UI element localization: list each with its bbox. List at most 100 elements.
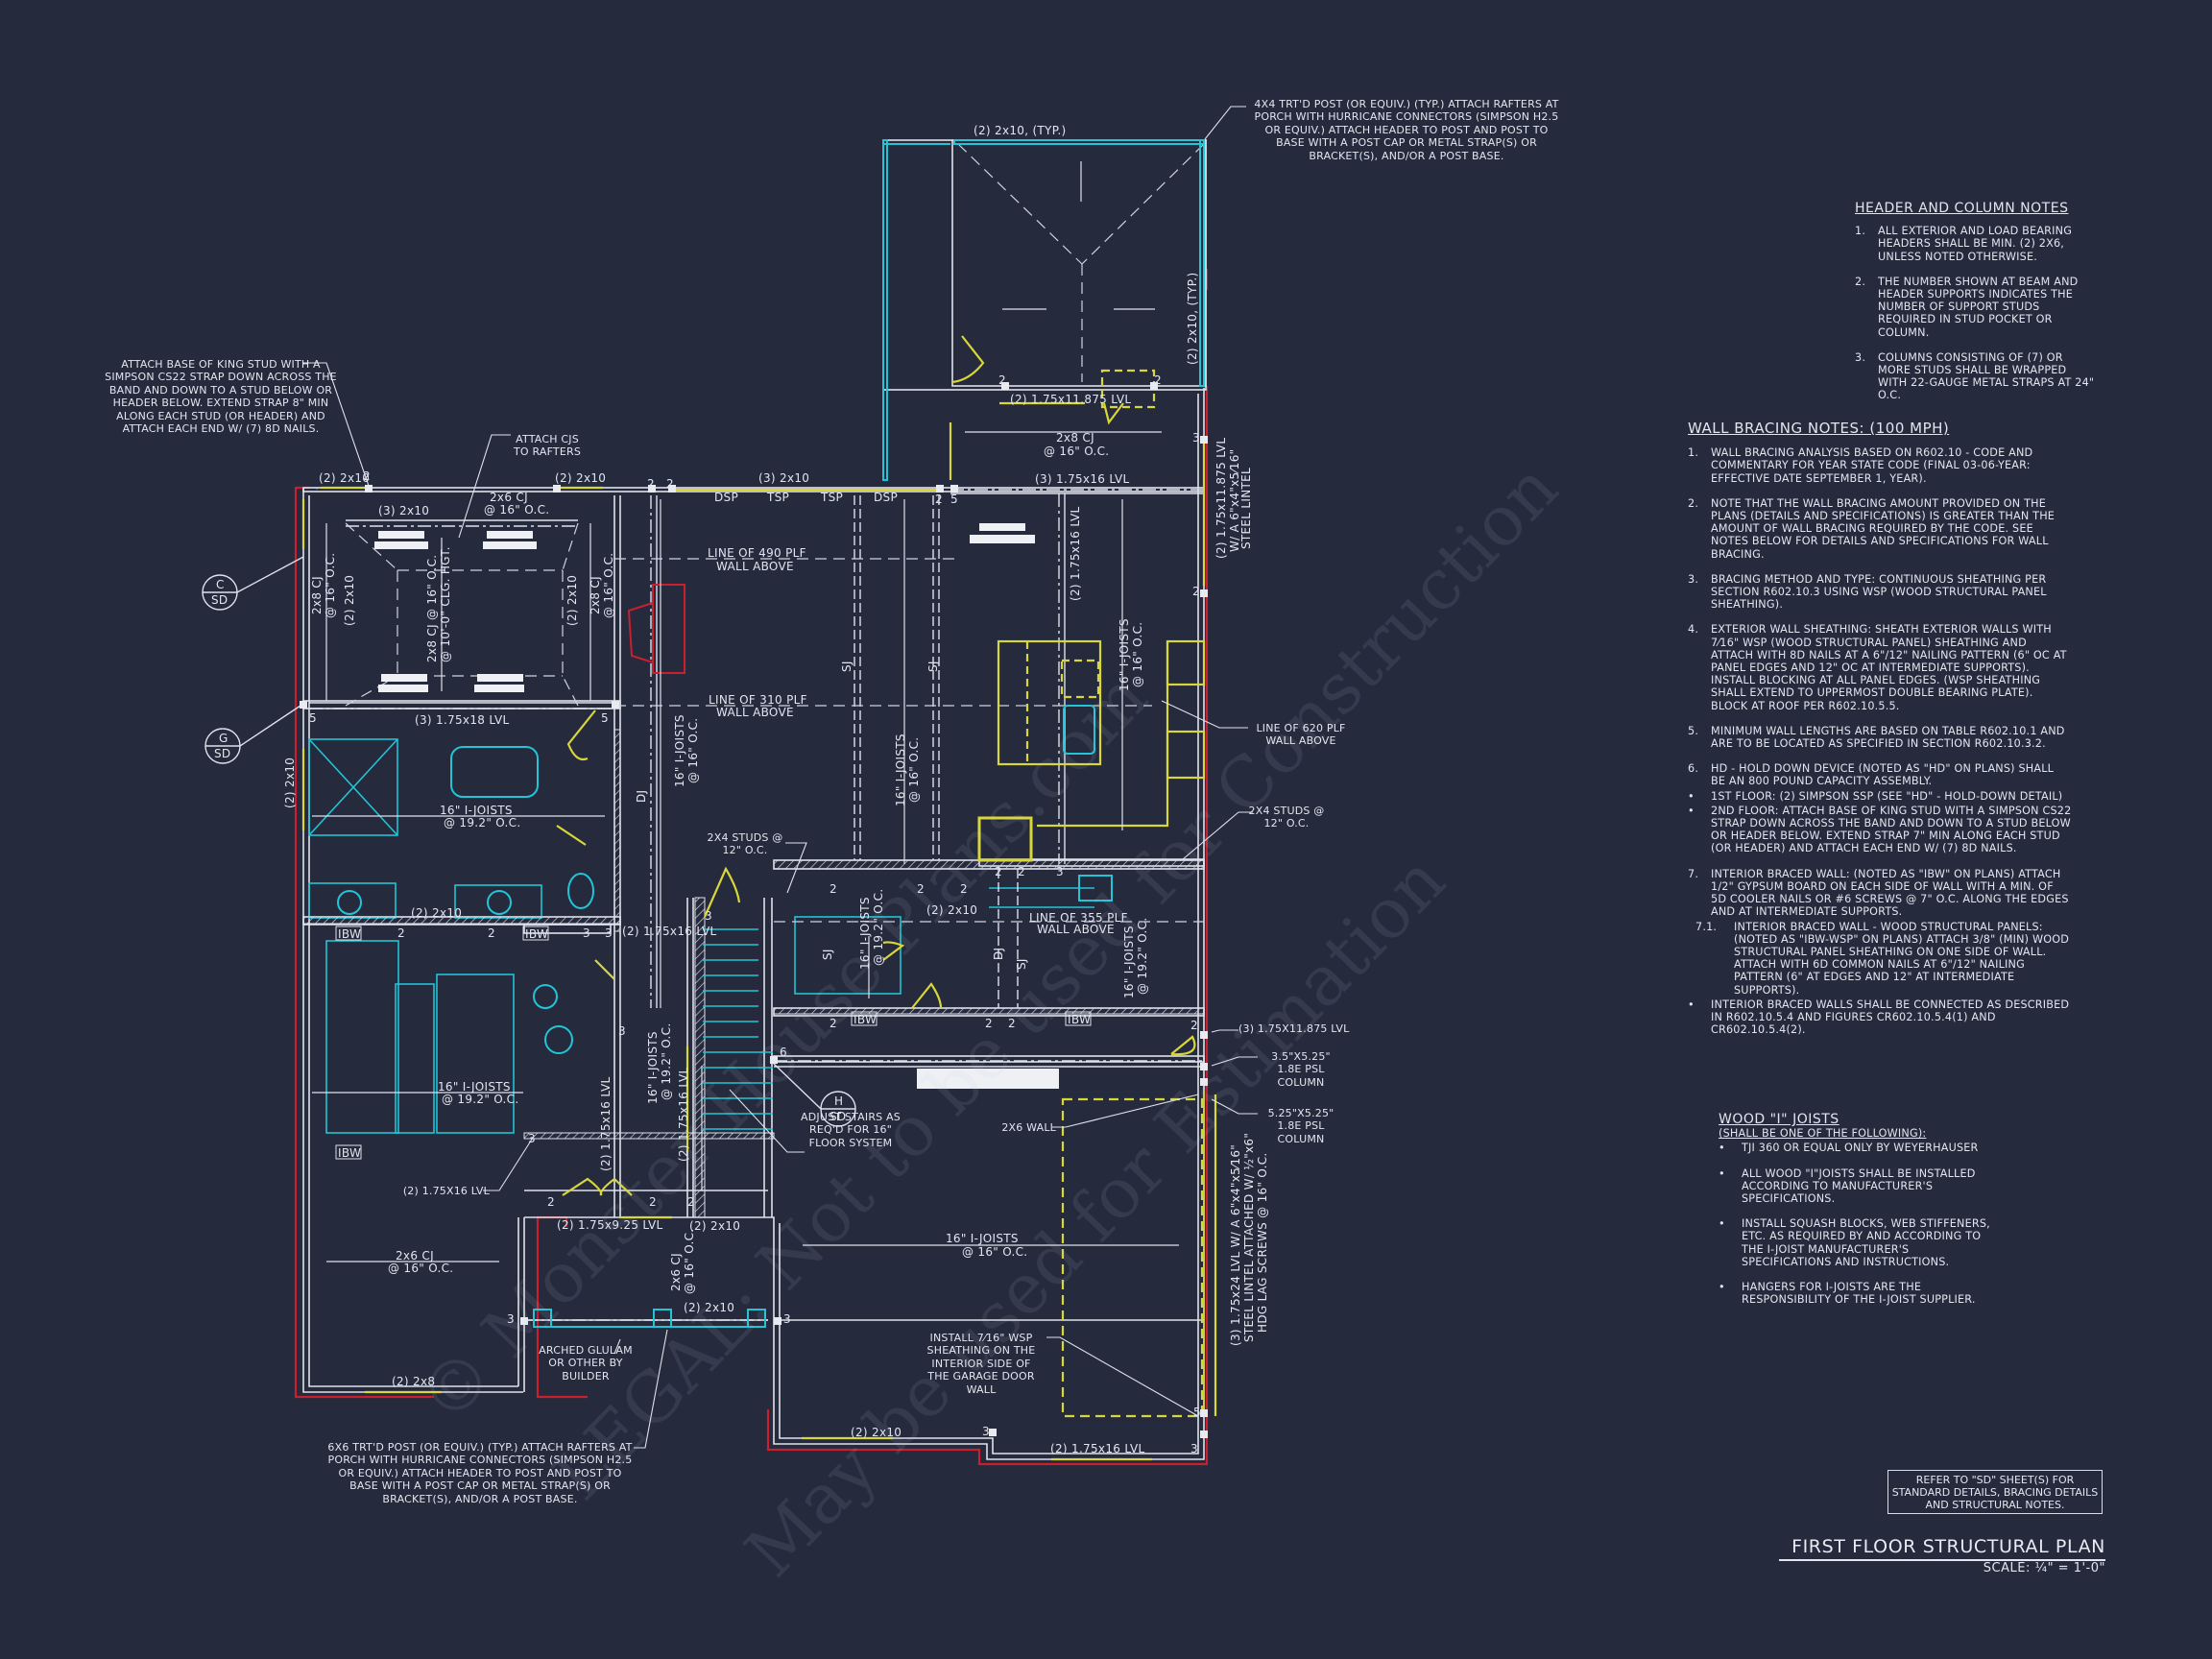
note-item: 4.EXTERIOR WALL SHEATHING: SHEATH EXTERI…	[1688, 623, 2067, 712]
svg-text:(2) 1.75x16 LVL: (2) 1.75x16 LVL	[622, 925, 716, 938]
note-item: 5.MINIMUM WALL LENGTHS ARE BASED ON TABL…	[1688, 724, 2065, 751]
callout-porch-post-bottom: 6x6 TRT'D POST (OR EQUIV.) (TYP.) ATTACH…	[327, 1441, 633, 1505]
svg-text:(2) 2x8: (2) 2x8	[392, 1375, 435, 1388]
svg-text:WALL ABOVE: WALL ABOVE	[716, 560, 794, 573]
note-item: •ALL WOOD "I"JOISTS SHALL BE INSTALLED A…	[1719, 1166, 1976, 1206]
svg-text:W/ A 6"x4"x5⁄16": W/ A 6"x4"x5⁄16"	[1228, 449, 1241, 553]
note-item: •HANGERS FOR I-JOISTS ARE THE RESPONSIBI…	[1719, 1281, 1976, 1307]
svg-text:@ 16" O.C.: @ 16" O.C.	[602, 553, 615, 618]
svg-text:(2) 2x10: (2) 2x10	[411, 906, 462, 920]
svg-text:(2) 2x10, (TYP.): (2) 2x10, (TYP.)	[974, 124, 1066, 137]
svg-text:SD: SD	[214, 747, 230, 760]
svg-text:2x8 CJ: 2x8 CJ	[589, 576, 602, 614]
svg-text:3: 3	[507, 1312, 515, 1326]
svg-text:(3) 1.75x18 LVL: (3) 1.75x18 LVL	[415, 713, 509, 727]
note-item: 3.COLUMNS CONSISTING OF (7) OR MORE STUD…	[1855, 350, 2095, 402]
svg-text:@ 19.2" O.C.: @ 19.2" O.C.	[660, 1023, 673, 1100]
svg-text:2: 2	[1154, 373, 1162, 387]
svg-text:@ 16" O.C.: @ 16" O.C.	[1044, 445, 1109, 458]
svg-text:(2) 2x10: (2) 2x10	[319, 471, 370, 485]
svg-text:5: 5	[1193, 1406, 1201, 1419]
note-item: •INTERIOR BRACED WALLS SHALL BE CONNECTE…	[1688, 998, 2070, 1037]
svg-text:@ 16" O.C.: @ 16" O.C.	[388, 1262, 453, 1275]
svg-text:(3) 2x10: (3) 2x10	[378, 504, 429, 517]
svg-text:SD: SD	[830, 1110, 846, 1123]
note-item: 7.INTERIOR BRACED WALL: (NOTED AS "IBW" …	[1688, 867, 2069, 919]
plan-labels: (2) 2x10, (TYP.) (2) 2x10, (TYP.) (2) 1.…	[211, 124, 1269, 1455]
svg-text:2: 2	[488, 926, 495, 940]
svg-text:2: 2	[649, 1195, 657, 1209]
svg-text:2: 2	[917, 882, 925, 896]
svg-text:2: 2	[1192, 585, 1200, 598]
callout-lvl-left: (2) 1.75x16 LVL	[402, 1185, 490, 1197]
svg-text:G: G	[219, 732, 228, 745]
svg-text:2: 2	[935, 493, 943, 506]
callout-king-stud: ATTACH BASE OF KING STUD WITH A SIMPSON …	[105, 358, 337, 436]
hatched-walls	[302, 729, 1205, 1218]
callout-lvl-3-11875: (3) 1.75x11.875 LVL	[1238, 1022, 1350, 1035]
callout-psl-35: 3.5"x5.25" 1.8E PSL COLUMN	[1271, 1050, 1331, 1089]
sheet-title: FIRST FLOOR STRUCTURAL PLAN	[1779, 1536, 2105, 1561]
svg-text:(2) 1.75x16 LVL: (2) 1.75x16 LVL	[1069, 507, 1082, 601]
svg-text:3: 3	[618, 1024, 626, 1038]
svg-text:3: 3	[605, 926, 613, 940]
svg-text:2: 2	[547, 1195, 555, 1209]
svg-text:3: 3	[1056, 865, 1064, 878]
svg-text:@ 16" O.C.: @ 16" O.C.	[324, 553, 337, 618]
callout-arched-glulam: ARCHED GLULAM OR OTHER BY BUILDER	[539, 1344, 633, 1382]
svg-text:STEEL LINTEL: STEEL LINTEL	[1239, 468, 1253, 549]
hanger-tags	[374, 523, 1059, 1089]
svg-text:@ 16" O.C.: @ 16" O.C.	[962, 1245, 1027, 1259]
stud-pockets	[300, 382, 1208, 1438]
porch-framing	[337, 139, 1205, 1328]
svg-text:(2) 2x10: (2) 2x10	[555, 471, 606, 485]
svg-text:@ 19.2" O.C.: @ 19.2" O.C.	[872, 889, 885, 966]
svg-text:2x8 CJ: 2x8 CJ	[310, 576, 324, 614]
svg-text:16" I-JOISTS: 16" I-JOISTS	[438, 1080, 511, 1094]
svg-text:(2) 2x10: (2) 2x10	[684, 1301, 734, 1314]
svg-text:SJ: SJ	[821, 949, 834, 960]
svg-text:(2) 2x10: (2) 2x10	[283, 757, 297, 808]
wood-i-joists-notes: WOOD "I" JOISTS (SHALL BE ONE OF THE FOL…	[1719, 1112, 1997, 1318]
svg-text:@ 19.2" O.C.: @ 19.2" O.C.	[1136, 918, 1149, 995]
fireplace	[627, 584, 685, 674]
note-item: •1ST FLOOR: (2) SIMPSON SSP (SEE "HD" - …	[1688, 789, 2063, 803]
svg-text:2: 2	[985, 1017, 993, 1030]
svg-text:(2) 2x10, (TYP.): (2) 2x10, (TYP.)	[1186, 273, 1199, 365]
sheet-scale: SCALE: ¼" = 1'-0"	[1983, 1561, 2105, 1575]
svg-text:IBW: IBW	[1068, 1013, 1091, 1026]
svg-text:2: 2	[397, 926, 405, 940]
callout-adjust-stairs: ADJUST STAIRS AS REQ'D FOR 16" FLOOR SYS…	[801, 1111, 901, 1149]
note-item: 1.WALL BRACING ANALYSIS BASED ON R602.10…	[1688, 446, 2033, 485]
svg-text:HDG LAG SCREWS @ 16" O.C.: HDG LAG SCREWS @ 16" O.C.	[1256, 1152, 1269, 1333]
beams	[309, 489, 1204, 1321]
svg-text:(2) 1.75x9.25 LVL: (2) 1.75x9.25 LVL	[557, 1218, 663, 1232]
svg-text:(3) 1.75x16 LVL: (3) 1.75x16 LVL	[1035, 472, 1129, 486]
svg-text:3: 3	[528, 1132, 536, 1145]
note-item: •INSTALL SQUASH BLOCKS, WEB STIFFENERS, …	[1719, 1217, 1990, 1268]
stairs	[703, 928, 773, 1130]
note-item: 7.1.INTERIOR BRACED WALL - WOOD STRUCTUR…	[1695, 920, 2070, 997]
svg-text:@ 16" O.C.: @ 16" O.C.	[907, 737, 921, 803]
svg-text:2x8 CJ @ 16" O.C.: 2x8 CJ @ 16" O.C.	[425, 555, 439, 662]
svg-text:H: H	[834, 1094, 843, 1108]
svg-text:(2) 1.75x16 LVL: (2) 1.75x16 LVL	[599, 1077, 613, 1171]
svg-text:16" I-JOISTS: 16" I-JOISTS	[673, 714, 686, 787]
dimension-arrows	[312, 161, 1179, 1262]
svg-text:(2) 2x10: (2) 2x10	[689, 1219, 740, 1233]
svg-text:@ 16" O.C.: @ 16" O.C.	[686, 718, 700, 783]
section-marker-h	[773, 1063, 856, 1127]
svg-text:(2) 1.75x16 LVL: (2) 1.75x16 LVL	[1050, 1442, 1144, 1455]
note-item: 2.THE NUMBER SHOWN AT BEAM AND HEADER SU…	[1855, 275, 2079, 339]
svg-text:(2) 1.75x16 LVL: (2) 1.75x16 LVL	[677, 1068, 690, 1162]
callout-line-620: LINE OF 620 PLF WALL ABOVE	[1256, 722, 1346, 748]
svg-text:5: 5	[601, 711, 609, 725]
wood-i-joists-heading: WOOD "I" JOISTS	[1719, 1112, 1839, 1127]
svg-text:@ 16" O.C.: @ 16" O.C.	[683, 1229, 696, 1294]
svg-text:3: 3	[1192, 431, 1200, 445]
svg-text:DJ: DJ	[635, 790, 648, 803]
svg-text:2x6 CJ: 2x6 CJ	[396, 1249, 434, 1262]
svg-text:2: 2	[960, 882, 968, 896]
svg-text:2: 2	[647, 477, 655, 491]
